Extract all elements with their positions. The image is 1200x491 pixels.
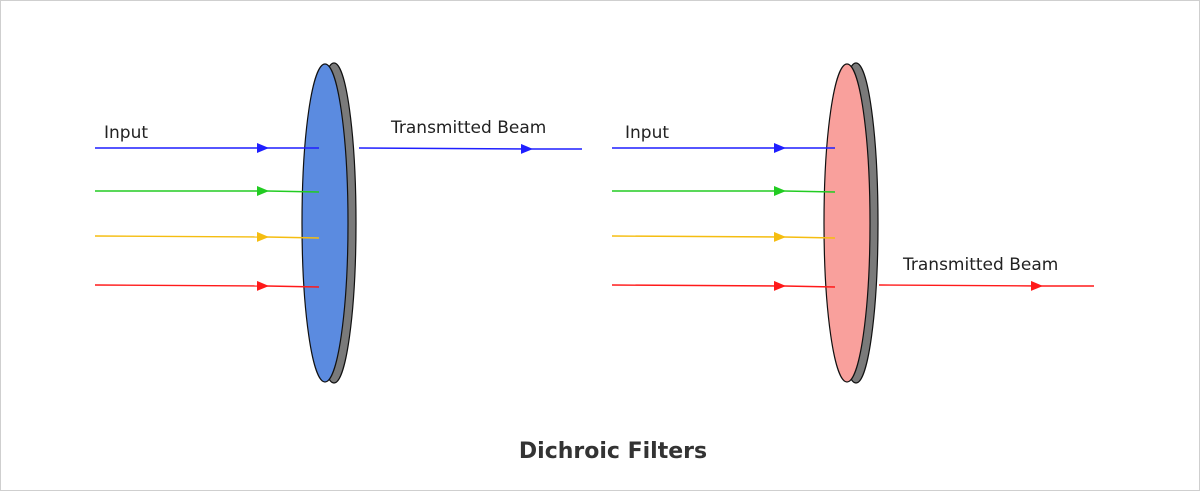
right-input-yellow-ray [611, 231, 786, 242]
left-yellow-ray-in-filter [266, 236, 320, 239]
right-transmitted-red-ray [878, 280, 1043, 291]
right-input-label: Input [625, 123, 669, 143]
left-green-ray-in-filter [266, 190, 320, 193]
left-input-yellow-ray [94, 231, 269, 242]
left-red-ray-in-filter [266, 285, 320, 288]
right-output-label: Transmitted Beam [902, 255, 1058, 275]
left-transmitted-blue-ray [358, 143, 533, 154]
left-panel: Input Transmitted Beam [94, 62, 582, 384]
right-red-filter [823, 63, 871, 383]
right-yellow-ray-in-filter [783, 236, 836, 239]
right-input-red-ray [611, 280, 786, 291]
diagram-caption: Dichroic Filters [519, 439, 707, 464]
right-red-ray-in-filter [783, 285, 836, 288]
right-green-ray-in-filter [783, 190, 836, 193]
left-output-label: Transmitted Beam [390, 118, 546, 138]
left-input-red-ray [94, 280, 269, 291]
left-blue-filter [301, 63, 349, 383]
right-panel: Input Transmitted Beam [611, 62, 1094, 384]
left-input-label: Input [104, 123, 148, 143]
